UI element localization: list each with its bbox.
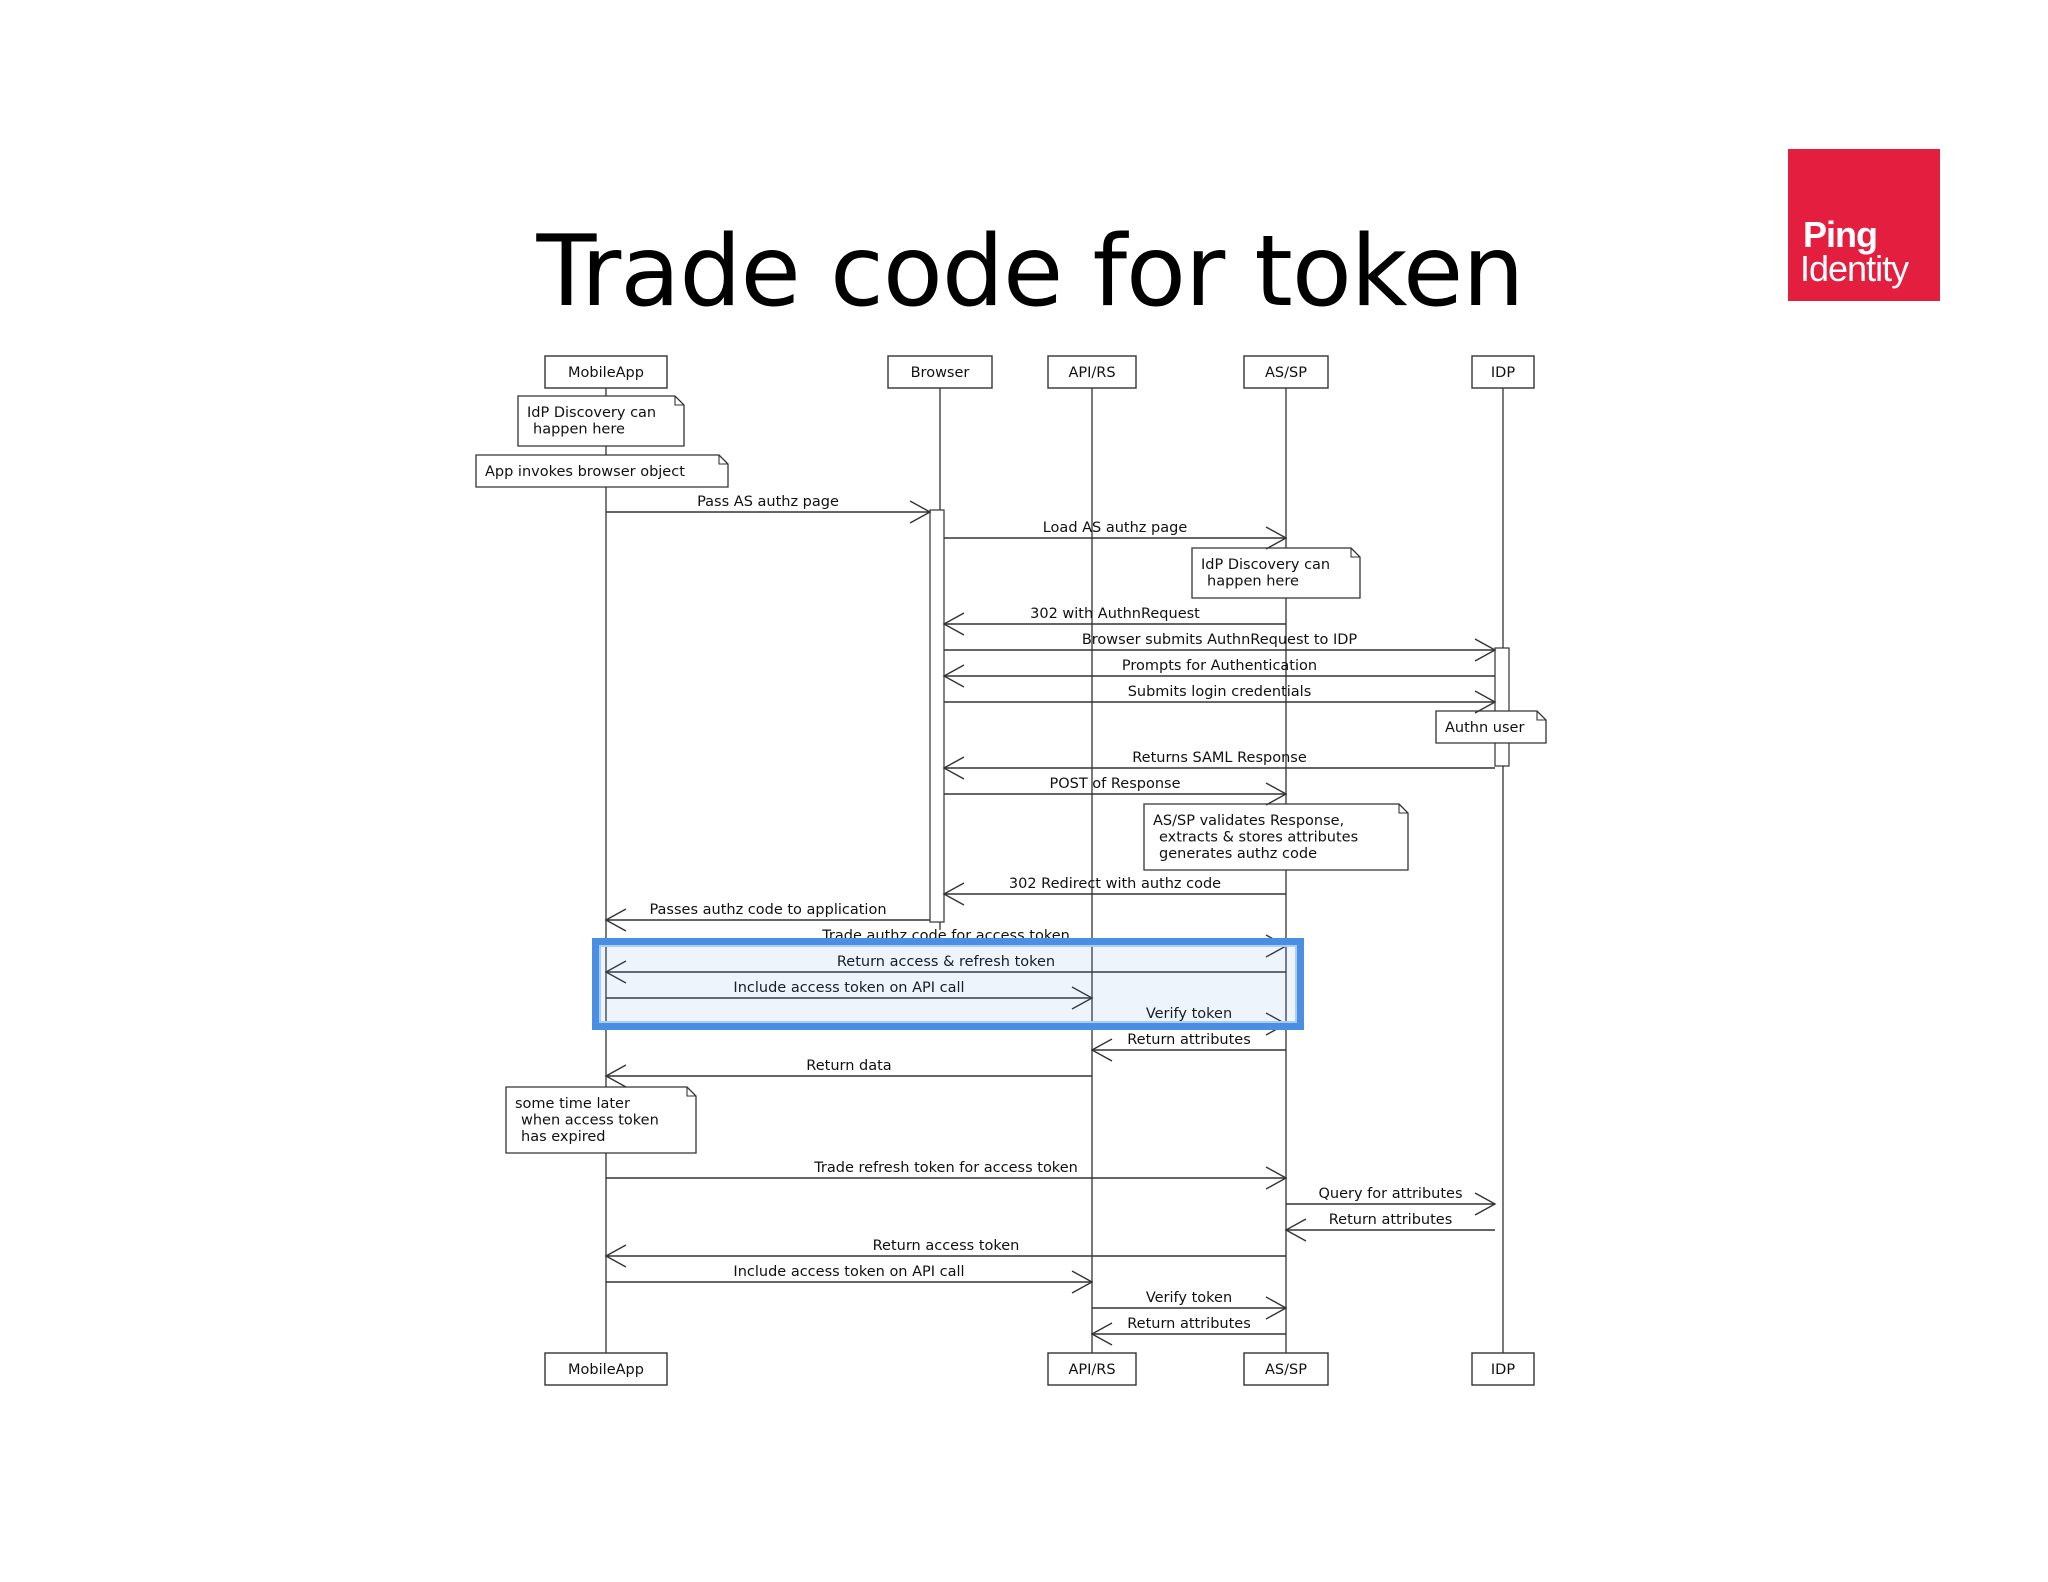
message-label-10: Passes authz code to application [649,902,886,918]
participant-label-assp-bottom: AS/SP [1265,1362,1307,1378]
message-arrowhead-13 [1071,986,1094,1010]
activation-browser [929,509,945,923]
logo-text-ping: Ping [1803,214,1878,255]
message-arrowhead-21 [1071,1270,1094,1294]
message-arrowhead-7 [942,756,965,780]
participant-box-idp-top [1471,355,1535,389]
note-text-2-1: App invokes browser object [485,464,685,480]
message-label-18: Query for attributes [1318,1186,1462,1202]
message-label-3: 302 with AuthnRequest [1030,606,1200,622]
message-arrowhead-17 [1265,1166,1288,1190]
note-text-5-3: generates authz code [1159,846,1317,862]
message-label-6: Submits login credentials [1128,684,1312,700]
message-arrowhead-16 [604,1064,627,1088]
message-arrowhead-1 [909,500,932,524]
participant-label-mobileapp-top: MobileApp [568,365,644,381]
message-label-16: Return data [806,1058,891,1074]
note-fold-2 [718,455,728,465]
message-arrowhead-9 [942,882,965,906]
note-box-4 [1435,710,1547,744]
message-label-12: Return access & refresh token [837,954,1055,970]
message-label-13: Include access token on API call [733,980,964,996]
participant-box-assp-top [1243,355,1329,389]
note-fold-3 [1350,548,1360,558]
ping-identity-logo: Ping Identity [1788,149,1940,301]
message-label-5: Prompts for Authentication [1122,658,1317,674]
note-text-1-1: IdP Discovery can [527,405,656,421]
message-label-1: Pass AS authz page [697,494,839,510]
message-label-21: Include access token on API call [733,1264,964,1280]
message-arrowhead-10 [604,908,627,932]
participant-label-apirs-bottom: API/RS [1068,1362,1115,1378]
slide-title: Trade code for token [536,215,1525,329]
note-text-5-2: extracts & stores attributes [1159,830,1358,846]
message-label-19: Return attributes [1329,1212,1453,1228]
note-text-6-2: when access token [521,1113,659,1129]
message-label-22: Verify token [1146,1290,1232,1306]
note-text-3-1: IdP Discovery can [1201,557,1330,573]
message-label-7: Returns SAML Response [1132,750,1307,766]
activation-idp [1494,647,1510,767]
note-fold-6 [686,1087,696,1097]
participant-box-idp-bottom [1471,1352,1535,1386]
message-label-17: Trade refresh token for access token [813,1160,1078,1176]
note-fold-5 [1398,804,1408,814]
note-text-5-1: AS/SP validates Response, [1153,813,1344,829]
message-label-8: POST of Response [1049,776,1180,792]
message-arrowhead-22 [1265,1296,1288,1320]
participant-label-browser-top: Browser [911,365,970,381]
message-label-14: Verify token [1146,1006,1232,1022]
message-label-4: Browser submits AuthnRequest to IDP [1082,632,1358,648]
participant-label-mobileapp-bottom: MobileApp [568,1362,644,1378]
message-arrowhead-20 [604,1244,627,1268]
highlight-box [592,938,1304,1030]
message-arrowhead-12 [604,960,627,984]
note-box-2 [475,454,729,488]
message-arrowhead-5 [942,664,965,688]
message-label-23: Return attributes [1127,1316,1251,1332]
message-label-20: Return access token [873,1238,1020,1254]
message-arrowhead-18 [1474,1192,1497,1216]
message-arrowhead-4 [1474,638,1497,662]
participant-label-idp-top: IDP [1491,365,1515,381]
participant-label-idp-bottom: IDP [1491,1362,1515,1378]
logo-text-identity: Identity [1800,248,1909,289]
message-label-15: Return attributes [1127,1032,1251,1048]
participant-box-assp-bottom [1243,1352,1329,1386]
message-arrowhead-3 [942,612,965,636]
note-box-3 [1191,547,1361,599]
participant-box-apirs-top [1047,355,1137,389]
participant-label-assp-top: AS/SP [1265,365,1307,381]
note-box-6 [505,1086,697,1154]
note-text-6-1: some time later [515,1096,630,1112]
highlight-box-inner [599,945,1297,1023]
message-arrowhead-2 [1265,526,1288,550]
message-arrowhead-23 [1090,1322,1113,1346]
participant-box-browser-top [887,355,993,389]
message-arrowhead-8 [1265,782,1288,806]
participant-box-mobileapp-top [544,355,668,389]
note-fold-1 [674,396,684,406]
message-label-9: 302 Redirect with authz code [1009,876,1221,892]
note-box-1 [517,395,685,447]
message-arrowhead-15 [1090,1038,1113,1062]
note-text-3-2: happen here [1207,574,1299,590]
participant-box-apirs-bottom [1047,1352,1137,1386]
note-fold-4 [1536,711,1546,721]
participant-box-mobileapp-bottom [544,1352,668,1386]
note-text-1-2: happen here [533,422,625,438]
note-text-6-3: has expired [521,1129,606,1145]
message-arrowhead-6 [1474,690,1497,714]
message-arrowhead-19 [1284,1218,1307,1242]
participant-label-apirs-top: API/RS [1068,365,1115,381]
note-box-5 [1143,803,1409,871]
message-label-2: Load AS authz page [1043,520,1188,536]
note-text-4-1: Authn user [1445,720,1524,736]
